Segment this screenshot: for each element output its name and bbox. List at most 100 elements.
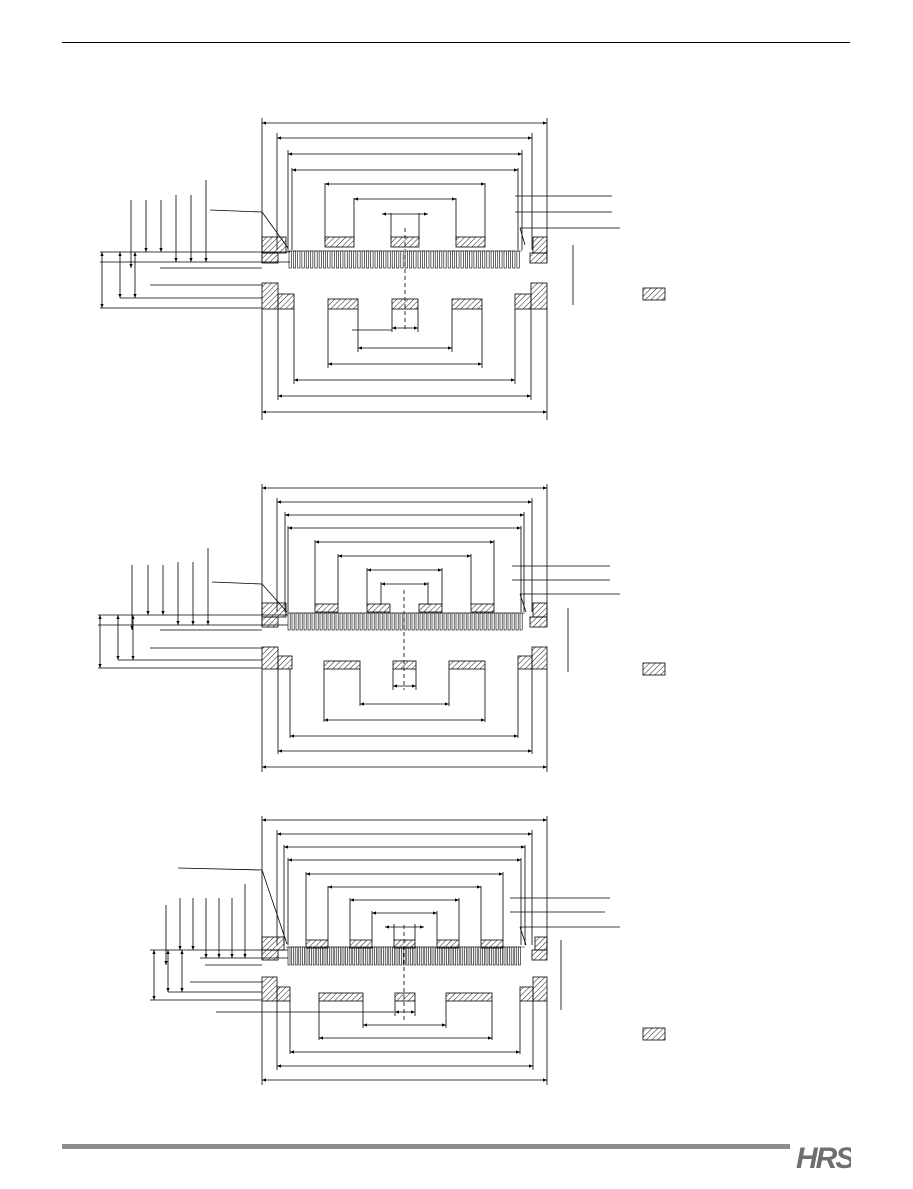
contact-pin (391, 612, 395, 631)
contact-pin (442, 946, 446, 966)
contact-pin (439, 250, 443, 269)
contact-pin (399, 612, 403, 631)
contact-pin (323, 612, 327, 631)
contact-pin (499, 250, 503, 269)
dimension-lines-bottom (262, 326, 547, 414)
contact-pin (299, 612, 303, 631)
contact-pin (395, 612, 399, 631)
contact-pin (434, 250, 438, 269)
contact-pin (495, 250, 499, 269)
contact-pin-row (287, 250, 522, 269)
contact-pin (356, 946, 359, 966)
contact-pin (353, 250, 357, 269)
contact-pin (417, 250, 421, 269)
contact-pin (366, 250, 370, 269)
contact-pin (452, 250, 456, 269)
contact-pin (453, 946, 456, 966)
contact-pin (492, 946, 496, 966)
contact-pin (474, 946, 478, 966)
dimension-lines-top (262, 818, 547, 929)
contact-pin (478, 946, 482, 966)
contact-pin (347, 612, 351, 631)
contact-pin (471, 946, 474, 966)
contact-pin (345, 946, 348, 966)
contact-pin (343, 612, 347, 631)
contact-pin (443, 612, 447, 631)
contact-pin (305, 946, 309, 966)
contact-pin (443, 250, 447, 269)
contact-pin (320, 946, 323, 966)
contact-pin-row (286, 612, 525, 631)
contact-pin (447, 612, 451, 631)
contact-pin (355, 612, 359, 631)
contact-pin (392, 946, 395, 966)
contact-pin (323, 946, 327, 966)
contact-pin (515, 612, 519, 631)
contact-pin (423, 612, 427, 631)
header-rule (62, 42, 850, 43)
contact-pin (298, 946, 302, 966)
contact-pin (366, 946, 370, 966)
pad-row-bottom (261, 646, 548, 670)
contact-pin (407, 612, 411, 631)
contact-pin (431, 946, 435, 966)
contact-pin (335, 612, 339, 631)
pad-row-top (261, 936, 548, 961)
contact-pin (396, 250, 400, 269)
contact-pin (359, 946, 363, 966)
contact-pin (295, 612, 299, 631)
hatched-area-swatch-icon (642, 662, 666, 676)
contact-pin (413, 946, 417, 966)
contact-pin (301, 250, 305, 269)
contact-pin (473, 250, 477, 269)
contact-pin (370, 946, 374, 966)
contact-pin (496, 946, 500, 966)
leader-lines-right (512, 565, 620, 672)
contact-pin (510, 946, 514, 966)
footprint-drawing-2 (98, 484, 666, 772)
contact-pin (361, 250, 365, 269)
contact-pin (427, 612, 431, 631)
contact-pin (359, 612, 363, 631)
contact-pin (307, 612, 311, 631)
contact-pin (375, 612, 379, 631)
contact-pin (491, 612, 495, 631)
pad-row-bottom (261, 976, 548, 1002)
contact-pin (340, 250, 344, 269)
contact-pin (435, 612, 439, 631)
contact-pin (500, 946, 503, 966)
contact-pin (459, 612, 463, 631)
contact-pin (312, 946, 316, 966)
footprint-drawing-3 (150, 816, 666, 1085)
contact-pin (411, 612, 415, 631)
contact-pin (309, 946, 312, 966)
contact-pin (335, 250, 339, 269)
contact-pin (464, 250, 468, 269)
contact-pin (388, 946, 392, 966)
pad-row-top (261, 602, 548, 628)
contact-pin (314, 250, 318, 269)
contact-pin (331, 250, 335, 269)
contact-pin (292, 250, 296, 269)
contact-pin (479, 612, 483, 631)
contact-pin (426, 250, 430, 269)
contact-pin (348, 250, 352, 269)
contact-pin (495, 612, 499, 631)
contact-pin (421, 250, 425, 269)
leader-lines-right (510, 897, 620, 1010)
contact-pin (467, 612, 471, 631)
contact-pin (487, 612, 491, 631)
contact-pin (287, 946, 291, 966)
contact-pin (415, 612, 419, 631)
outline-bottom (261, 590, 548, 772)
dimension-lines-top (262, 486, 547, 586)
contact-pin (475, 612, 479, 631)
contact-pin (303, 612, 307, 631)
contact-pin (334, 946, 338, 966)
contact-pin (291, 946, 294, 966)
contact-pin (428, 946, 431, 966)
contact-pin (327, 946, 330, 966)
contact-pin (374, 250, 378, 269)
contact-pin (371, 612, 375, 631)
contact-pin (338, 946, 341, 966)
